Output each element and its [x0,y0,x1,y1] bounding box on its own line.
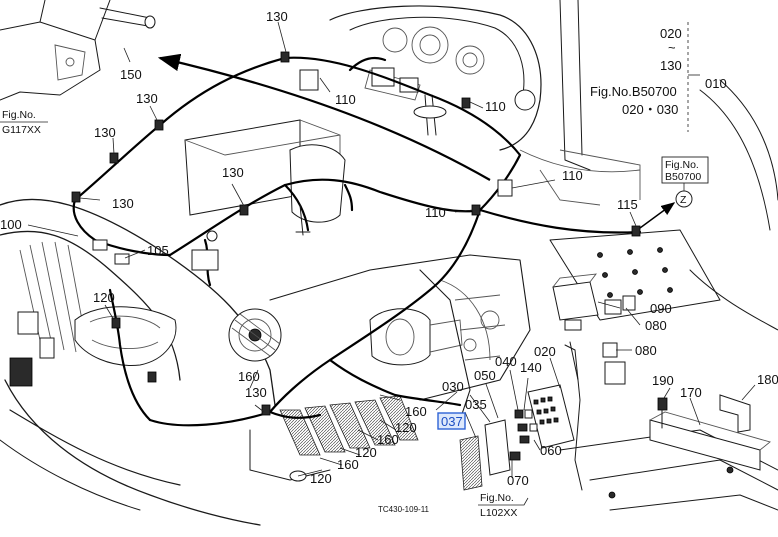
range-to: 130 [660,58,682,73]
callout-037-highlighted[interactable]: 037 [437,412,466,430]
callout-060: 060 [540,443,562,458]
callout-110b: 110 [485,99,506,114]
range-sub: 020・030 [622,102,678,117]
connector-z-circle [675,190,693,208]
range-tilde: ~ [668,40,676,55]
callout-020: 020 [534,344,556,359]
callout-120a: 120 [93,290,115,305]
callout-labels: 130 150 130 130 110 110 130 130 110 110 … [0,9,778,488]
callout-130c: 130 [94,125,116,140]
callout-150: 150 [120,67,142,82]
fig-ref-l102-line1[interactable]: Fig.No. [480,492,514,504]
fig-ref-g117[interactable]: Fig.No. G117XX [0,109,48,136]
callout-035: 035 [465,397,487,412]
callout-120c: 120 [355,445,377,460]
range-ref: 010 [705,76,727,91]
callout-160c: 160 [377,432,399,447]
callout-037-box[interactable] [437,412,466,430]
callout-180: 180 [757,372,778,387]
fig-ref-g117-line2[interactable]: G117XX [2,124,41,136]
callout-090: 090 [650,301,672,316]
callout-050: 050 [474,368,496,383]
range-note: 020 ~ 130 010 Fig.No.B50700 020・030 [590,26,727,117]
callout-110c: 110 [562,168,583,183]
fig-ref-l102[interactable]: Fig.No. L102XX [478,492,529,519]
callout-130d: 130 [222,165,244,180]
drawing-code: TC430-109-11 [378,505,430,514]
callout-120d: 120 [310,471,332,486]
callout-105: 105 [147,243,169,258]
callout-120b: 120 [395,420,417,435]
callout-130e: 130 [112,196,134,211]
fig-ref-b507-line1[interactable]: Fig.No. [665,159,699,171]
callout-115: 115 [617,197,638,212]
callout-080b: 080 [635,343,657,358]
range-from: 020 [660,26,682,41]
callout-130a: 130 [266,9,288,24]
fig-ref-l102-line2[interactable]: L102XX [480,507,517,519]
callout-070: 070 [507,473,529,488]
leader-lines [27,21,756,478]
callout-160a: 160 [238,369,260,384]
main-harness [71,51,642,427]
fig-ref-g117-line1[interactable]: Fig.No. [2,109,36,121]
fig-ref-b507-line2[interactable]: B50700 [665,171,701,183]
callout-140: 140 [520,360,542,375]
electrical-parts [459,273,636,491]
callout-170: 170 [680,385,702,400]
callout-110d: 110 [425,205,446,220]
callout-080a: 080 [645,318,667,333]
callout-100: 100 [0,217,22,232]
callout-130b: 130 [136,91,158,106]
fig-ref-b507[interactable]: Fig.No. B50700 Z [639,156,709,229]
callout-037-label[interactable]: 037 [441,414,463,429]
callout-190: 190 [652,373,674,388]
callout-160b: 160 [405,404,427,419]
callout-110a: 110 [335,92,356,107]
range-fig-label: Fig.No.B50700 [590,84,677,99]
callout-160d: 160 [337,457,359,472]
callout-040: 040 [495,354,517,369]
callout-030: 030 [442,379,464,394]
callout-130f: 130 [245,385,267,400]
direction-arrow [157,53,491,181]
connector-z-label: Z [680,194,687,206]
